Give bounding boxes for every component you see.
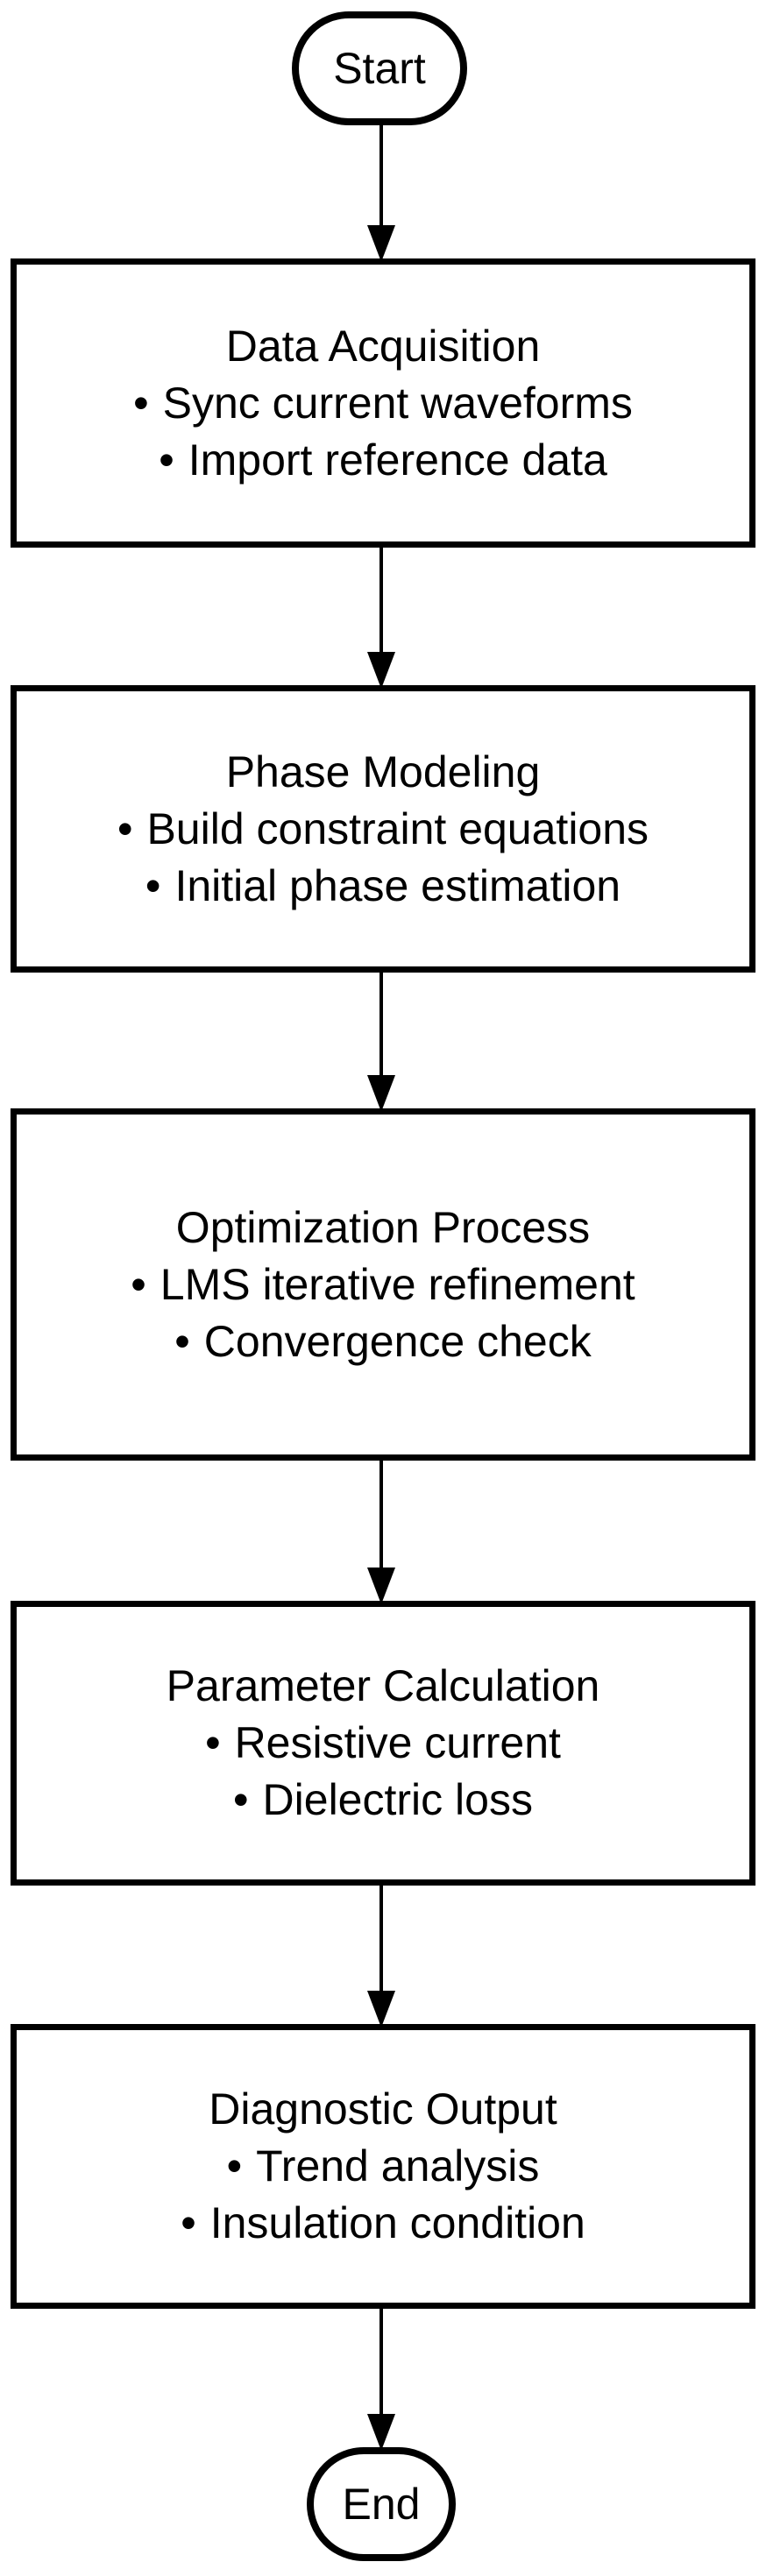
step-bullet-item: • Initial phase estimation xyxy=(145,858,621,915)
step-phase-modeling: Phase Modeling • Build constraint equatio… xyxy=(11,685,755,973)
bullet-marker-icon: • xyxy=(133,378,149,428)
bullet-text: LMS iterative refinement xyxy=(160,1259,635,1309)
step-title: Diagnostic Output xyxy=(209,2084,557,2134)
step-bullet-item: • Sync current waveforms xyxy=(133,375,633,432)
bullet-marker-icon: • xyxy=(181,2198,196,2247)
arrow-head-icon xyxy=(367,1991,395,2028)
step-parameter-calculation: Parameter Calculation • Resistive current… xyxy=(11,1601,755,1886)
arrow-head-icon xyxy=(367,652,395,689)
bullet-text: Dielectric loss xyxy=(262,1775,533,1824)
arrow-head-icon xyxy=(367,225,395,262)
step-bullet-item: • Insulation condition xyxy=(181,2195,585,2252)
step-diagnostic-output: Diagnostic Output • Trend analysis • Insul… xyxy=(11,2024,755,2309)
start-terminal-label: Start xyxy=(333,44,426,93)
step-data-acquisition: Data Acquisition • Sync current waveforms… xyxy=(11,258,755,548)
bullet-marker-icon: • xyxy=(131,1259,146,1309)
step-bullet-item: • Import reference data xyxy=(159,432,607,489)
step-bullet-item: • Trend analysis xyxy=(227,2138,540,2195)
bullet-marker-icon: • xyxy=(159,435,174,485)
bullet-marker-icon: • xyxy=(233,1775,249,1824)
bullet-marker-icon: • xyxy=(145,860,161,910)
bullet-text: Trend analysis xyxy=(256,2141,540,2190)
arrow-head-icon xyxy=(367,2414,395,2451)
arrow-head-icon xyxy=(367,1568,395,1604)
step-title: Phase Modeling xyxy=(225,747,541,796)
bullet-text: Sync current waveforms xyxy=(162,378,633,428)
step-title: Optimization Process xyxy=(175,1202,591,1252)
step-title: Data Acquisition xyxy=(225,321,541,371)
bullet-text: Import reference data xyxy=(188,435,607,485)
step-bullet-item: • Convergence check xyxy=(174,1313,591,1370)
bullet-marker-icon: • xyxy=(174,1316,190,1366)
arrow-data-acquisition-to-phase-modeling xyxy=(367,548,395,689)
arrow-shaft xyxy=(379,125,383,225)
arrow-parameter-calculation-to-diagnostic xyxy=(367,1886,395,2028)
bullet-text: Resistive current xyxy=(234,1718,561,1767)
end-terminal-label: End xyxy=(342,2480,421,2529)
bullet-text: Insulation condition xyxy=(209,2198,585,2247)
bullet-marker-icon: • xyxy=(205,1718,221,1767)
bullet-marker-icon: • xyxy=(226,2141,243,2190)
arrow-optimization-to-parameter-calculation xyxy=(367,1461,395,1604)
bullet-text: Initial phase estimation xyxy=(174,860,621,910)
step-bullet-item: • LMS iterative refinement xyxy=(131,1256,635,1313)
start-terminal: Start xyxy=(292,11,467,125)
bullet-text: Build constraint equations xyxy=(146,803,649,853)
arrow-shaft xyxy=(379,2309,383,2414)
arrow-start-to-data-acquisition xyxy=(367,125,395,262)
bullet-marker-icon: • xyxy=(117,803,133,853)
step-bullet-item: • Build constraint equations xyxy=(117,801,649,858)
arrow-shaft xyxy=(379,1461,383,1568)
end-terminal: End xyxy=(307,2447,456,2561)
arrow-phase-modeling-to-optimization xyxy=(367,973,395,1112)
step-optimization-process: Optimization Process • LMS iterative refi… xyxy=(11,1108,755,1461)
arrow-shaft xyxy=(379,1886,383,1991)
step-bullet-item: • Resistive current xyxy=(205,1715,561,1772)
step-title: Parameter Calculation xyxy=(166,1661,600,1710)
arrow-head-icon xyxy=(367,1075,395,1112)
arrow-shaft xyxy=(379,548,383,652)
bullet-text: Convergence check xyxy=(203,1316,592,1366)
arrow-shaft xyxy=(379,973,383,1075)
step-bullet-item: • Dielectric loss xyxy=(233,1772,533,1829)
arrow-diagnostic-to-end xyxy=(367,2309,395,2451)
